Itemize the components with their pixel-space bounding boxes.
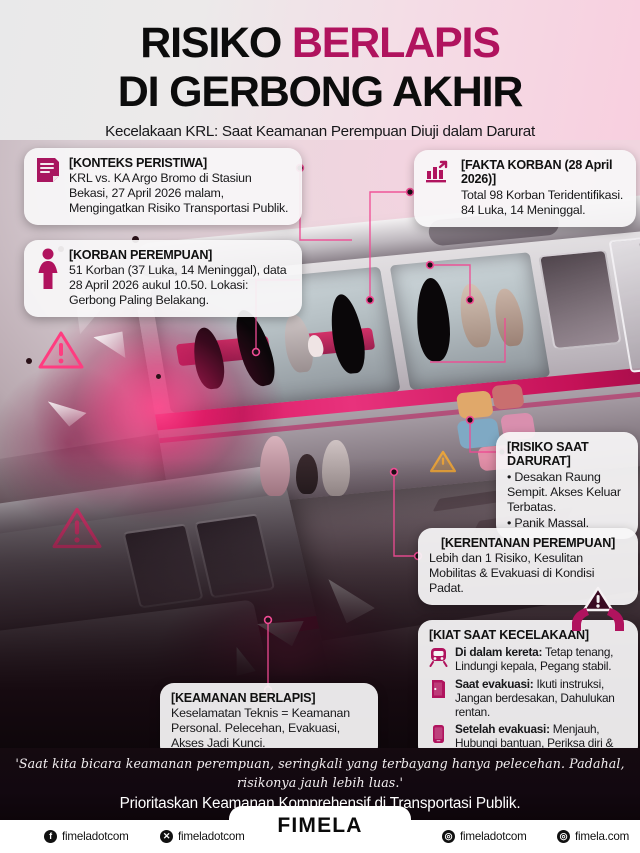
social-instagram[interactable]: ◎ fimeladotcom <box>442 830 527 843</box>
footer-bar: f fimeladotcom ✕ fimeladotcom FIMELA ◎ f… <box>0 806 640 853</box>
card-body: Lebih dan 1 Risiko, Kesulitan Mobilitas … <box>429 551 595 596</box>
social-x-twitter[interactable]: ✕ fimeladotcom <box>160 830 245 843</box>
kiat-text: Menjauh, Hubungi bantuan, Periksa diri & <box>455 722 614 751</box>
woman-icon <box>35 248 61 292</box>
social-handle: fimeladotcom <box>178 830 245 843</box>
page-title-line1: RISIKO BERLAPIS <box>0 22 640 65</box>
phone-icon <box>429 724 448 744</box>
kiat-item-phone: Setelah evakuasi: Menjauh, Hubungi bantu… <box>429 723 627 751</box>
warning-triangle-icon <box>38 330 84 370</box>
card-body: Total 98 Korban Teridentifikasi. 84 Luka… <box>461 187 624 217</box>
passenger-silhouette <box>414 277 452 362</box>
card-kiat-saat-kecelakaan: [KIAT SAAT KECELAKAAN] Di dalam kereta: … <box>418 586 638 761</box>
facebook-icon: f <box>44 830 57 843</box>
website-icon: ◎ <box>557 830 570 843</box>
social-handle: fimeladotcom <box>62 830 129 843</box>
luggage-item <box>455 390 494 420</box>
bullet-text: Desakan Raung Sempit. Akses Keluar Terba… <box>507 469 621 514</box>
brand-logo: FIMELA <box>277 814 363 837</box>
card-fakta-korban: [FAKTA KORBAN (28 April 2026)] Total 98 … <box>414 150 636 227</box>
header: RISIKO BERLAPIS DI GERBONG AKHIR Kecelak… <box>0 0 640 140</box>
kiat-label: Saat evakuasi: <box>455 677 534 692</box>
door-icon <box>429 679 448 699</box>
page-subtitle: Kecelakaan KRL: Saat Keamanan Perempuan … <box>105 123 535 140</box>
card-heading: [KORBAN PEREMPUAN] <box>69 248 213 262</box>
tagline-text: Prioritaskan Keamanan Komprehensif di Tr… <box>119 794 521 812</box>
card-heading: [KERENTANAN PEREMPUAN] <box>440 536 616 550</box>
passenger <box>455 282 495 349</box>
kiat-item-door: Saat evakuasi: Ikuti instruksi, Jangan b… <box>429 677 627 719</box>
bar-chart-up-icon <box>425 158 453 184</box>
passenger-elderly-floor <box>322 440 350 496</box>
passenger-child-floor <box>296 454 318 494</box>
debris-particle <box>26 358 32 364</box>
train-window <box>538 248 622 351</box>
passenger-elderly-floor <box>260 436 290 496</box>
kiat-text: Tetap tenang, Lindungi kepala, Pegang st… <box>455 645 614 674</box>
card-heading: [RISIKO SAAT DARURAT] <box>507 440 589 469</box>
card-body: 51 Korban (37 Luka, 14 Meninggal), data … <box>69 263 287 308</box>
card-heading: [FAKTA KORBAN (28 April 2026)] <box>461 158 613 187</box>
card-keamanan-berlapis: [KEAMANAN BERLAPIS] Keselamatan Teknis =… <box>160 683 378 761</box>
card-heading: [KONTEKS PERISTIWA] <box>69 156 207 170</box>
social-facebook[interactable]: f fimeladotcom <box>44 830 129 843</box>
protective-hands-warning-icon <box>566 586 630 637</box>
quote-text: 'Saat kita bicara keamanan perempuan, se… <box>15 756 625 790</box>
title-highlight: BERLAPIS <box>291 19 501 67</box>
footer-notch <box>229 806 411 836</box>
social-handle: fimela.com <box>575 830 630 843</box>
card-bullet: • Panik Massal. <box>507 515 589 530</box>
instagram-icon: ◎ <box>442 830 455 843</box>
passenger-silhouette <box>325 292 369 375</box>
kiat-text: Ikuti instruksi, Jangan berdesakan, Dahu… <box>455 677 615 719</box>
x-twitter-icon: ✕ <box>160 830 173 843</box>
kiat-label: Di dalam kereta: <box>455 645 543 660</box>
luggage-item <box>456 417 501 450</box>
card-heading: [KIAT SAAT KECELAKAAN] <box>429 628 589 642</box>
card-body: KRL vs. KA Argo Bromo di Stasiun Bekasi,… <box>69 171 289 216</box>
card-korban-perempuan: [KORBAN PEREMPUAN] 51 Korban (37 Luka, 1… <box>24 240 302 318</box>
card-risiko-saat-darurat: [RISIKO SAAT DARURAT] • Desakan Raung Se… <box>496 432 638 540</box>
title-plain: RISIKO <box>140 19 292 67</box>
passenger <box>491 287 527 348</box>
train-icon <box>429 647 448 668</box>
debris-particle <box>156 374 161 379</box>
page-title-line2: DI GERBONG AKHIR <box>117 68 524 116</box>
document-icon <box>35 156 61 184</box>
card-heading: [KEAMANAN BERLAPIS] <box>171 691 316 705</box>
kiat-item-train: Di dalam kereta: Tetap tenang, Lindungi … <box>429 646 627 674</box>
card-konteks-peristiwa: [KONTEKS PERISTIWA] KRL vs. KA Argo Brom… <box>24 148 302 226</box>
social-website[interactable]: ◎ fimela.com <box>557 830 629 843</box>
card-body: Keselamatan Teknis = Keamanan Personal. … <box>171 706 350 751</box>
bullet-text: Panik Massal. <box>514 515 589 530</box>
debris-particle <box>132 236 139 243</box>
luggage-item <box>490 383 525 410</box>
social-handle: fimeladotcom <box>460 830 527 843</box>
kiat-label: Setelah evakuasi: <box>455 722 550 737</box>
train-cutaway-interior-2 <box>389 252 551 390</box>
card-bullet: • Desakan Raung Sempit. Akses Keluar Ter… <box>507 469 621 514</box>
